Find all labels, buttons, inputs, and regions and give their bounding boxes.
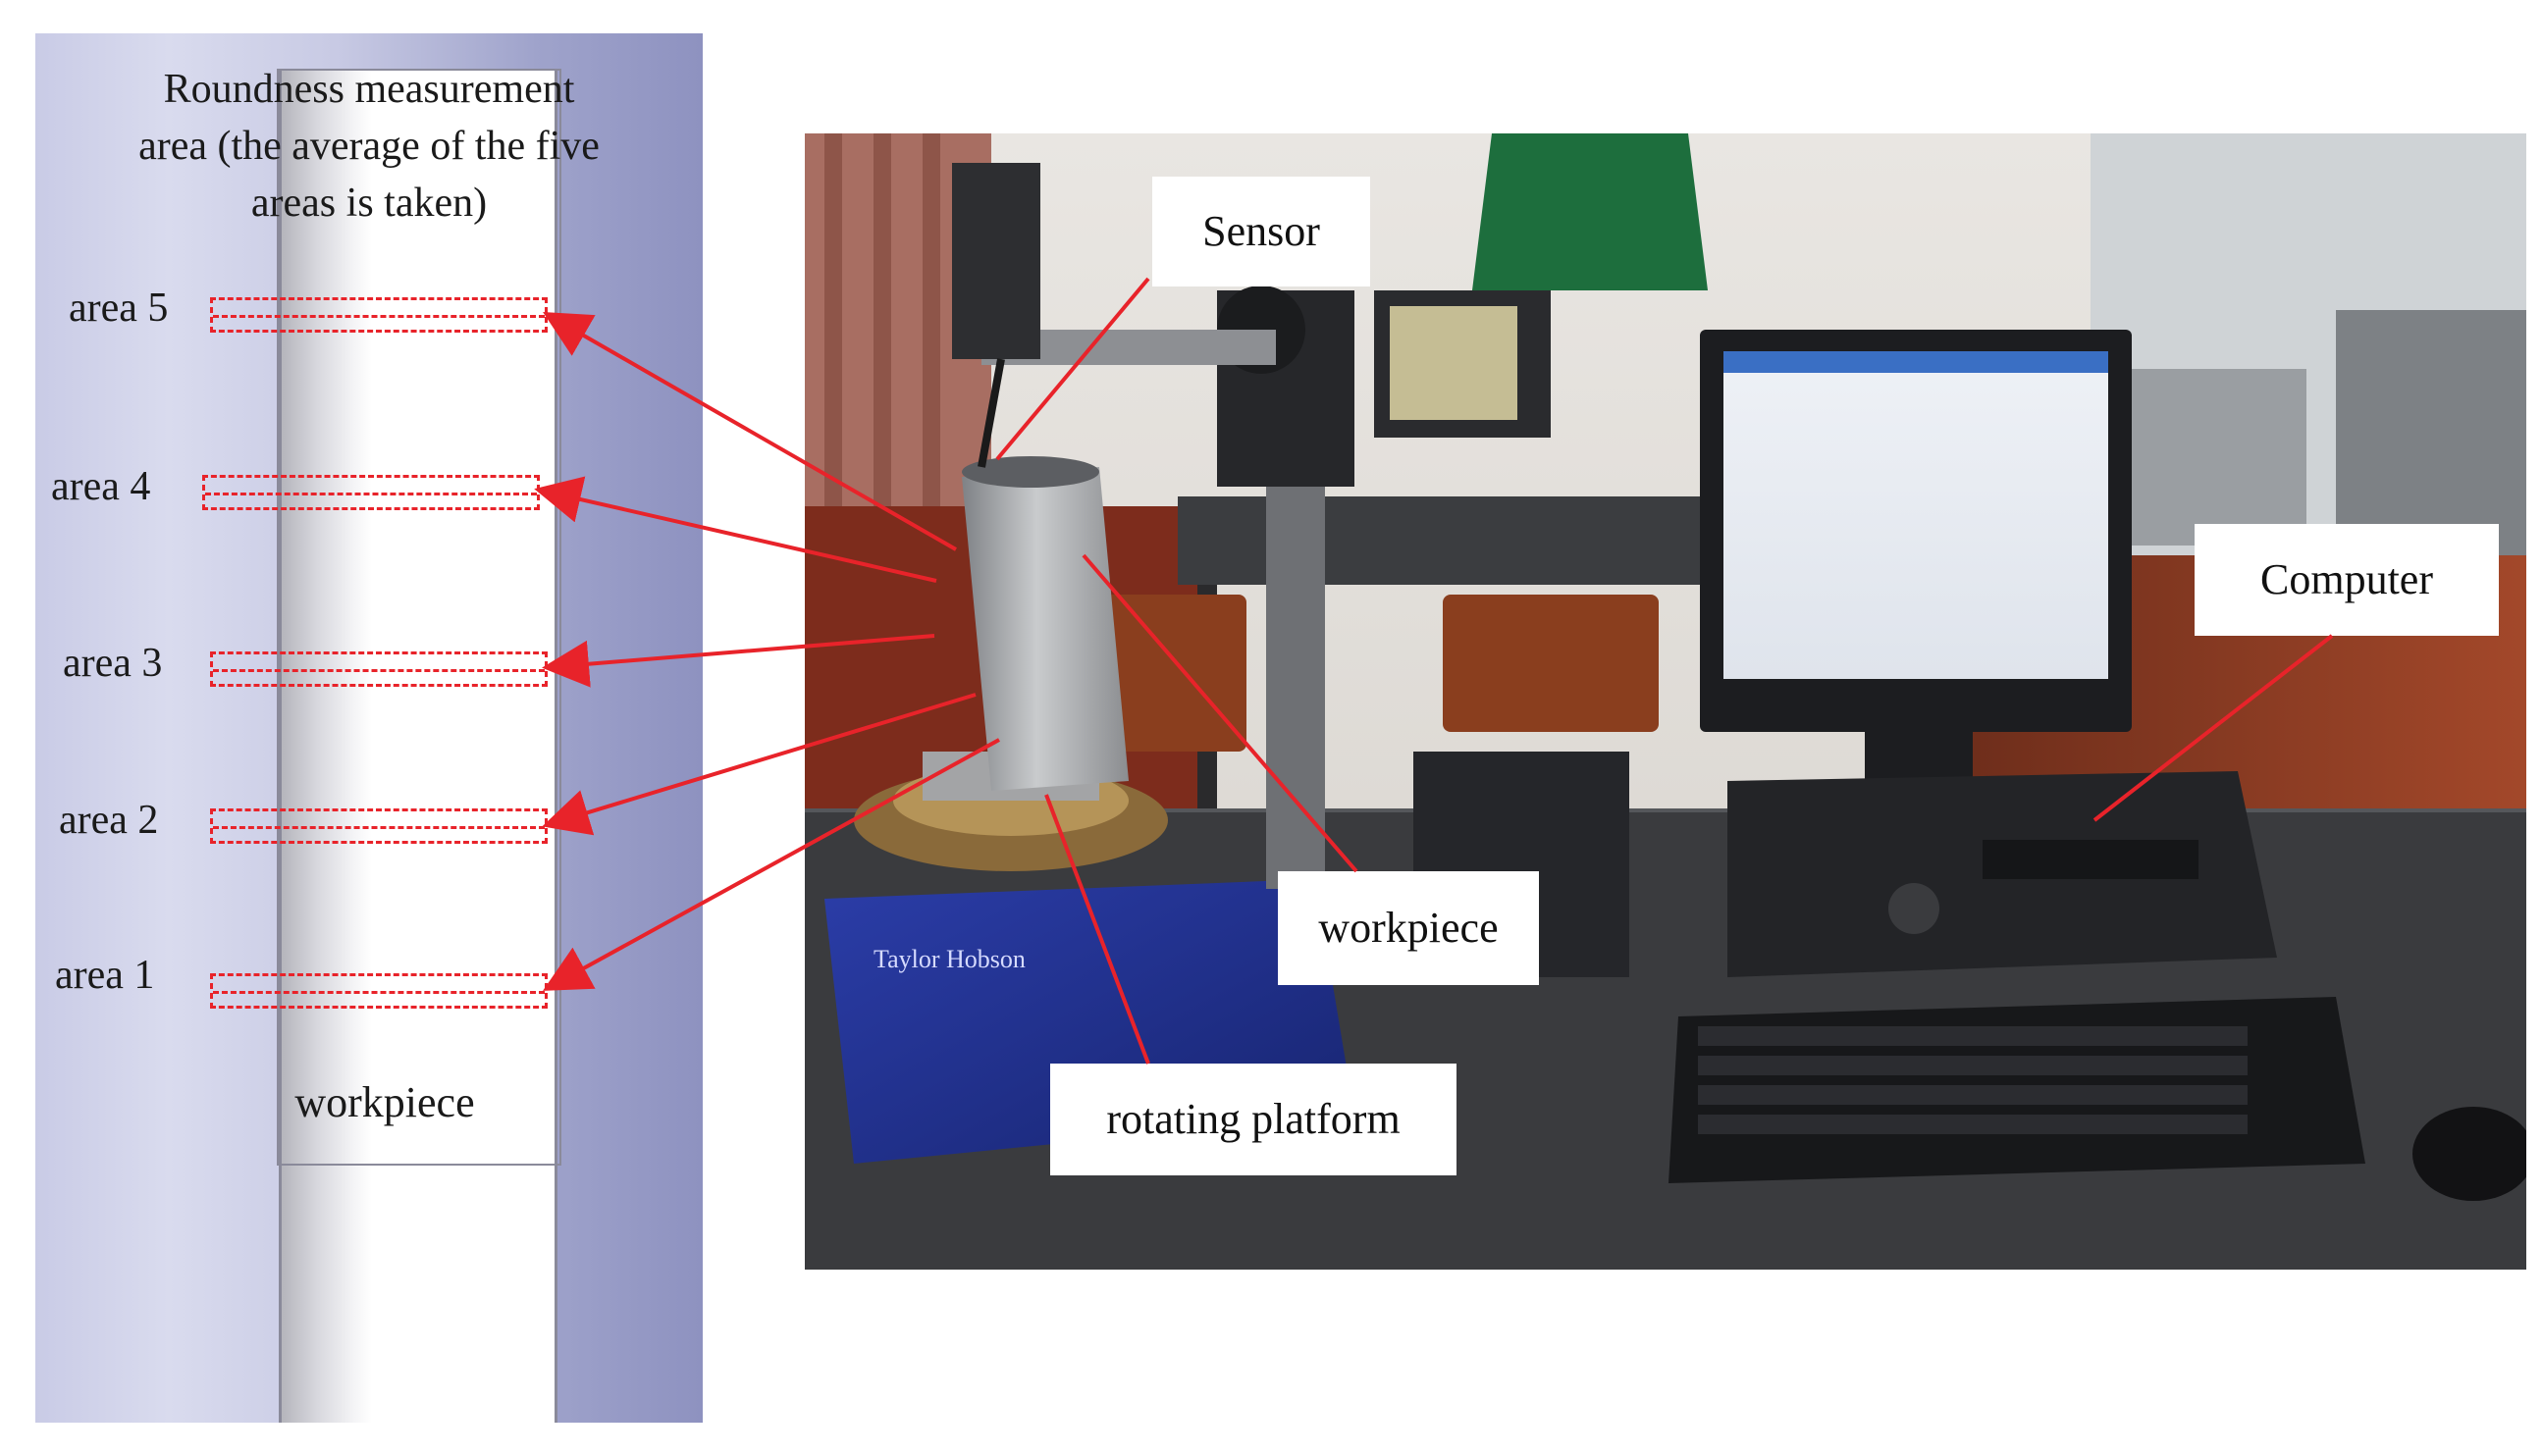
green-cloth [1472,133,1708,290]
arrow-area-5 [543,312,957,551]
arrow-area-4 [534,476,937,583]
computer-label: Computer [2195,524,2499,636]
rotating-platform-label: rotating platform [1050,1064,1456,1175]
leader-sensor [995,277,1150,461]
arrow-area-2 [542,693,977,836]
area-1-label: area 1 [55,953,155,998]
cylinder-shading [282,69,372,1423]
workpiece-label-right: workpiece [1278,871,1539,985]
caption-line-1: Roundness measurement [163,67,575,112]
area-2-label: area 2 [59,798,159,843]
leader-rotating-platform [1044,794,1150,1065]
caption-line-3: areas is taken) [250,181,488,226]
cylinder-outline [277,69,561,1166]
leader-workpiece [1082,553,1358,873]
sensor-probe [952,163,1040,359]
sensor-label: Sensor [1152,177,1370,286]
roundness-caption: Roundness measurement area (the average … [35,61,703,232]
workpiece-label-left: workpiece [294,1078,475,1126]
area-4-label: area 4 [51,464,151,509]
mouse [2412,1107,2526,1201]
area-1-box [210,973,548,1009]
area-5-label: area 5 [69,286,169,331]
workpiece-tube [962,467,1129,791]
workpiece-schematic [35,33,703,1423]
column [1266,457,1325,889]
cylinder-body [279,69,557,1423]
monitor-screen [1723,351,2108,679]
arrow-area-1 [542,738,1000,991]
leader-computer [2092,634,2334,822]
setup-photo: Taylor Hobson [805,133,2526,1270]
caption-line-2: area (the average of the five [138,124,600,169]
base-brand-text: Taylor Hobson [874,945,1026,973]
setup-illustration: Taylor Hobson [805,133,2526,1270]
arrow-area-3 [542,634,935,688]
area-3-label: area 3 [63,641,163,686]
